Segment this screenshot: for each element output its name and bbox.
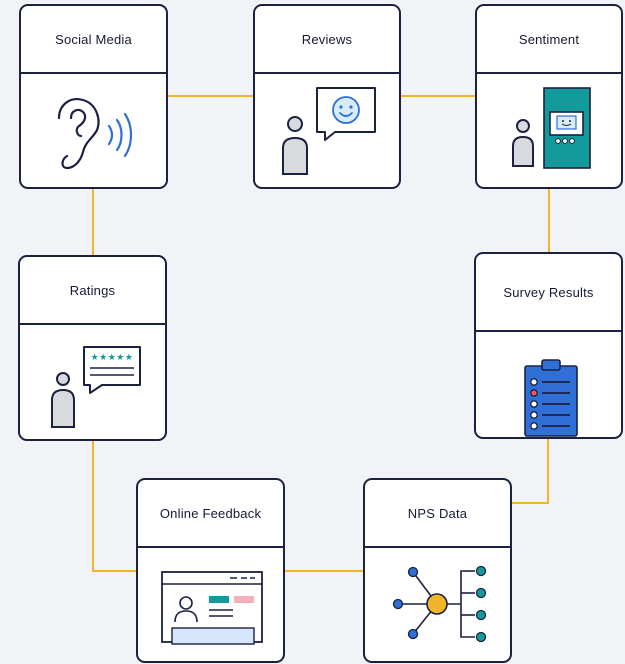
clipboard-checklist-icon: [476, 332, 621, 437]
card-sentiment: Sentiment: [475, 4, 623, 189]
connector-ratings-online: [92, 440, 137, 572]
card-social-media: Social Media: [19, 4, 168, 189]
card-title-sentiment: Sentiment: [477, 6, 621, 74]
network-hub-icon: [365, 548, 510, 661]
card-title-online-feedback: Online Feedback: [138, 480, 283, 548]
person-smiley-speech-icon: [255, 74, 399, 187]
card-title-nps-data: NPS Data: [365, 480, 510, 548]
card-title-social-media: Social Media: [21, 6, 166, 74]
card-survey-results: Survey Results: [474, 252, 623, 439]
card-title-reviews: Reviews: [255, 6, 399, 74]
listening-ear-icon: [21, 74, 166, 187]
card-online-feedback: Online Feedback: [136, 478, 285, 663]
connector-survey-nps: [512, 438, 549, 504]
person-sentiment-screen-icon: [477, 74, 621, 187]
card-ratings: Ratings ★★★★★: [18, 255, 167, 441]
card-title-ratings: Ratings: [20, 257, 165, 325]
card-nps-data: NPS Data: [363, 478, 512, 663]
person-star-rating-icon: ★★★★★: [20, 325, 165, 439]
feedback-webpage-icon: [138, 548, 283, 661]
card-reviews: Reviews: [253, 4, 401, 189]
svg-text:★★★★★: ★★★★★: [91, 353, 134, 363]
card-title-survey-results: Survey Results: [476, 254, 621, 332]
